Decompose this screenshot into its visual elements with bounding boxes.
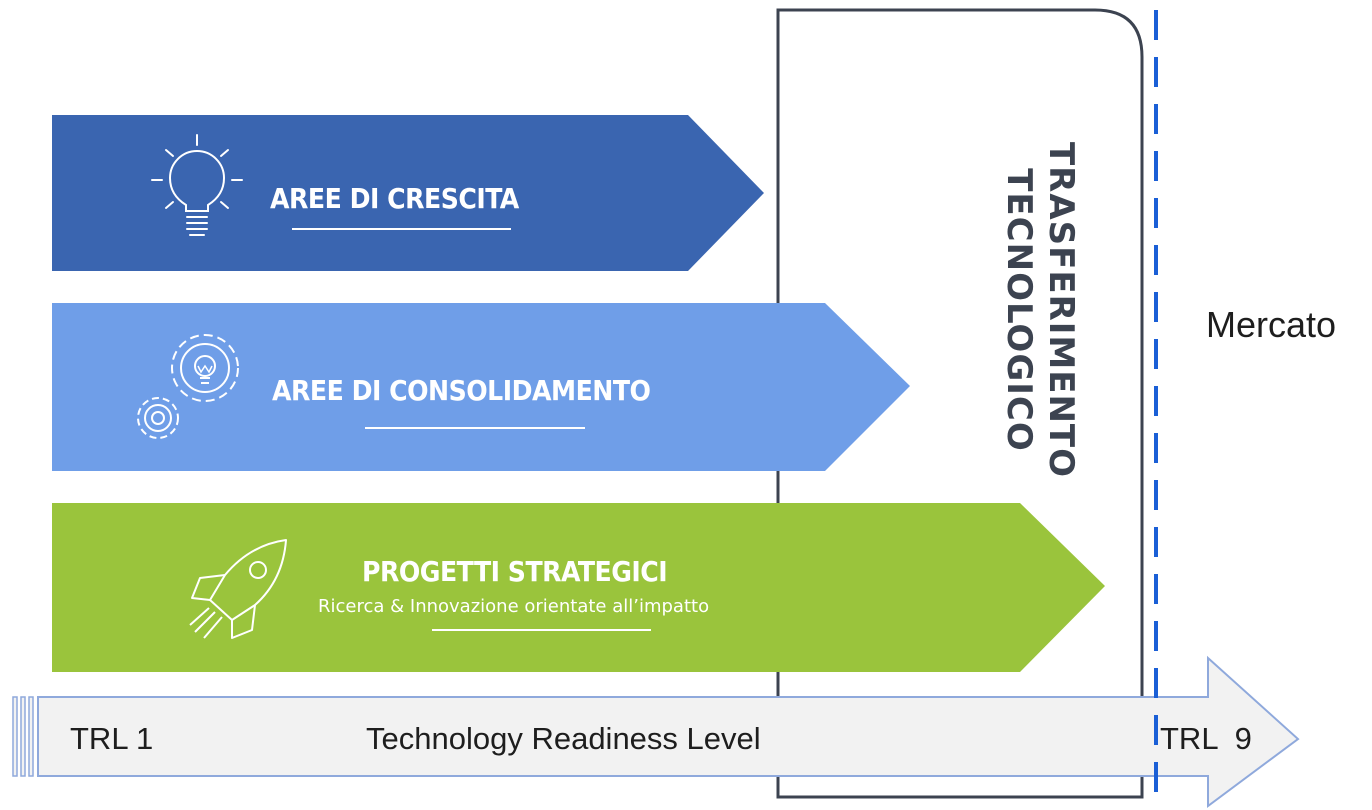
- trl-axis: [12, 655, 1300, 808]
- arrow-subtitle: Ricerca & Innovazione orientate all’impa…: [318, 596, 710, 617]
- axis-tail-stripe: [28, 696, 34, 777]
- arrow-progetti-strategici: [52, 503, 1105, 672]
- technology-transfer-label: TRASFERIMENTO TECNOLOGICO: [998, 142, 1082, 478]
- trl-end-label: TRL 9: [1160, 721, 1252, 756]
- trl-axis-label: Technology Readiness Level: [366, 721, 761, 756]
- transfer-label-line2: TECNOLOGICO: [999, 168, 1039, 452]
- axis-tail-stripe: [12, 696, 18, 777]
- rocket-icon: [189, 539, 287, 639]
- technology-transfer-box: [776, 8, 1144, 799]
- trl-start-label: TRL 1: [70, 721, 154, 756]
- lightbulb-icon: [151, 134, 243, 236]
- arrow-title: AREE DI CONSOLIDAMENTO: [272, 374, 651, 407]
- arrow-aree-di-consolidamento: [52, 303, 910, 471]
- gears-icon: [137, 334, 239, 439]
- axis-tail-stripe: [20, 696, 26, 777]
- arrow-aree-di-crescita: [52, 115, 764, 271]
- trl-axis-arrow: [37, 655, 1300, 808]
- market-label: Mercato: [1206, 304, 1337, 345]
- transfer-label-line1: TRASFERIMENTO: [1041, 141, 1081, 479]
- arrow-title: AREE DI CRESCITA: [270, 182, 519, 215]
- arrow-title: PROGETTI STRATEGICI: [362, 555, 668, 588]
